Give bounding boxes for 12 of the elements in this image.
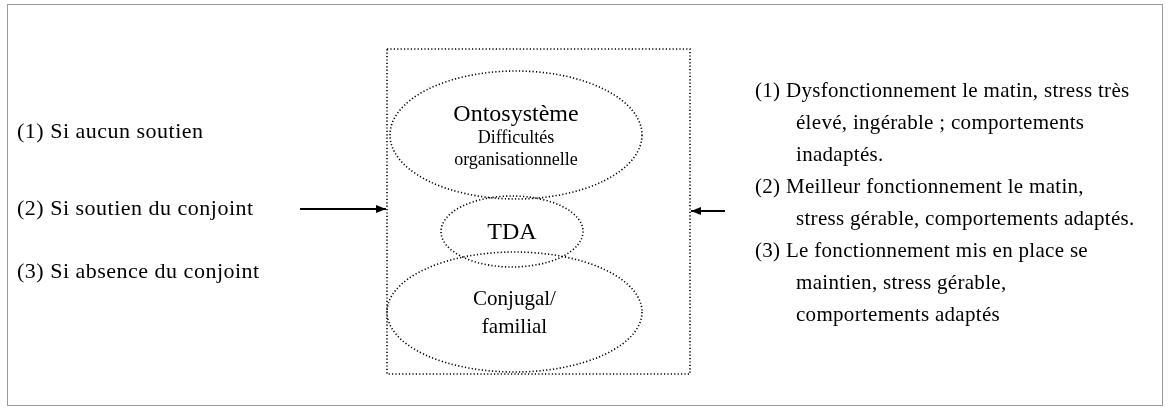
- condition-text: (3) Si absence du conjoint: [17, 258, 260, 285]
- arrow: [690, 207, 726, 215]
- outcome-text: (2) Meilleur fonctionnement le matin, stress gérable, comportements adaptés.: [755, 173, 1135, 232]
- ellipse-label: Ontosystème: [453, 99, 579, 128]
- outcome-text: (1) Dysfonctionnement le matin, stress très élevé, ingérable ; comportements inadaptés.: [755, 77, 1131, 168]
- ellipse-label: TDA: [487, 217, 537, 246]
- ellipse-subtitle: Difficultés organisationnelle: [453, 127, 579, 171]
- outcome-text: (3) Le fonctionnement mis en place se maintien, stress gérable, comportements adaptés: [755, 237, 1089, 328]
- arrow: [299, 205, 387, 213]
- condition-text: (1) Si aucun soutien: [17, 118, 204, 145]
- ellipse-label: Conjugal/ familial: [472, 284, 557, 340]
- condition-text: (2) Si soutien du conjoint: [17, 195, 254, 222]
